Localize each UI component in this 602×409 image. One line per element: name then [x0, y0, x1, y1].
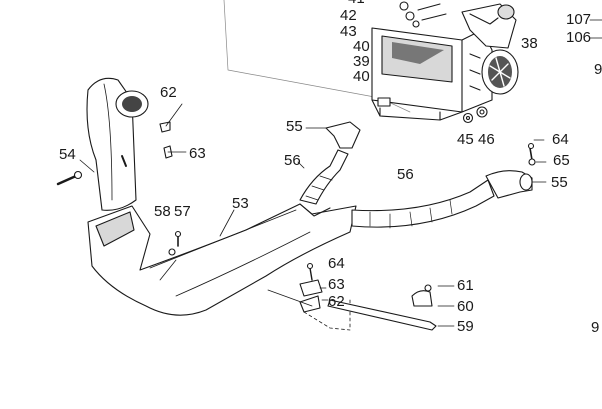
label-40-bottom: 40: [353, 68, 370, 85]
label-46: 46: [478, 131, 495, 148]
label-38: 38: [521, 35, 538, 52]
lower-bracket-and-strap: [267, 262, 437, 331]
label-54: 54: [59, 146, 76, 163]
label-40-top: 40: [353, 38, 370, 55]
label-41: 41: [348, 0, 365, 6]
label-58: 58: [154, 203, 171, 220]
label-60: 60: [457, 298, 474, 315]
label-9-bottom: 9: [591, 319, 600, 336]
label-53: 53: [232, 195, 249, 212]
screw-washer-64-65: [527, 142, 536, 166]
label-39: 39: [353, 53, 370, 70]
label-64-lower: 64: [328, 255, 345, 272]
screw-washer-57-58: [168, 230, 182, 256]
top-screws: [399, 1, 447, 28]
main-heater-duct: [87, 203, 357, 316]
hose-56-right: [351, 170, 533, 229]
washer-nut-45-46: [462, 106, 488, 124]
label-56-right: 56: [397, 166, 414, 183]
left-vertical-duct: [86, 77, 149, 211]
label-61: 61: [457, 277, 474, 294]
label-9-top: 9: [594, 61, 602, 78]
label-62-lower: 62: [328, 293, 345, 310]
blower-housing: [371, 27, 493, 121]
fan-motor: [461, 3, 519, 95]
label-42: 42: [340, 7, 357, 24]
bracket-62-63-upper: [159, 103, 187, 159]
label-59: 59: [457, 318, 474, 335]
hose-56-upper: [299, 121, 361, 205]
label-107: 107: [566, 11, 592, 28]
label-64-right: 64: [552, 131, 569, 148]
label-63-upper: 63: [189, 145, 206, 162]
label-57: 57: [174, 203, 191, 220]
label-62-upper: 62: [160, 84, 177, 101]
label-43: 43: [340, 23, 357, 40]
label-63-lower: 63: [328, 276, 345, 293]
screw-54: [56, 170, 83, 186]
label-106: 106: [566, 29, 592, 46]
label-45: 45: [457, 131, 474, 148]
leader-lines: [79, 19, 602, 327]
label-55-upper: 55: [286, 118, 303, 135]
label-55-right: 55: [551, 174, 568, 191]
label-65: 65: [553, 152, 570, 169]
label-56-upper: 56: [284, 152, 301, 169]
